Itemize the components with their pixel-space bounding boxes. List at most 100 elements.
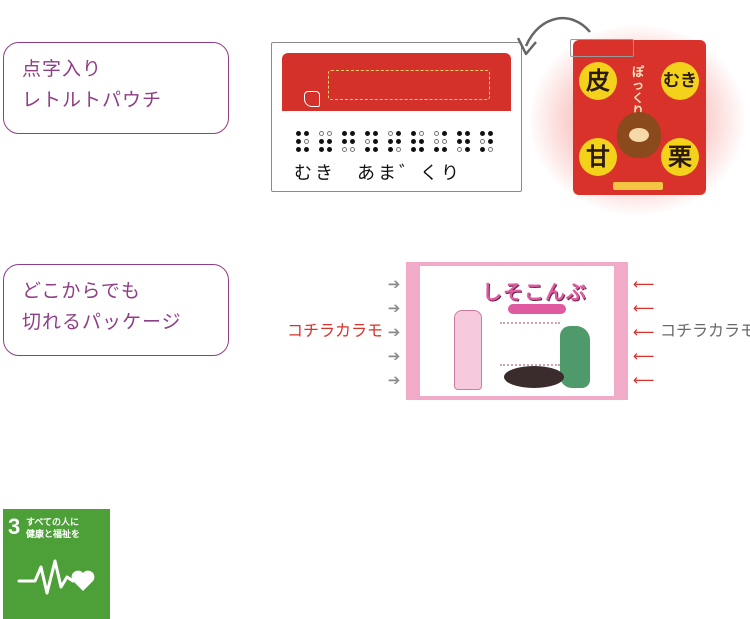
- braille-dot: [419, 139, 424, 144]
- arrows-right: ⟵ ⟵ ⟵ ⟵ ⟵: [633, 272, 655, 392]
- cut-direction-arrow-icon: ➔: [387, 275, 401, 293]
- braille-dot: [350, 139, 355, 144]
- braille-dot: [373, 147, 378, 152]
- braille-dot: [350, 131, 355, 136]
- cut-direction-arrow-icon: ➔: [387, 371, 401, 389]
- braille-dot: [373, 131, 378, 136]
- braille-dot: [480, 131, 485, 136]
- braille-dot: [457, 139, 462, 144]
- chestnut-pouch-image: 皮 むき 甘 栗 ぽっくりくん: [573, 40, 706, 195]
- cut-direction-arrow-icon: ⟵: [633, 371, 655, 389]
- cut-direction-arrow-icon: ⟵: [633, 347, 655, 365]
- braille-dot: [388, 139, 393, 144]
- braille-dot: [465, 139, 470, 144]
- braille-dot: [304, 147, 309, 152]
- braille-cells: [296, 131, 501, 155]
- packet-title: しそこんぶ: [482, 280, 587, 304]
- braille-dot: [488, 131, 493, 136]
- braille-dot: [342, 131, 347, 136]
- braille-dot: [296, 139, 301, 144]
- braille-dot: [365, 147, 370, 152]
- braille-dot: [327, 139, 332, 144]
- packet-window: しそこんぶ: [420, 266, 614, 396]
- braille-dot: [304, 139, 309, 144]
- shiso-konbu-packet-image: しそこんぶ: [406, 262, 628, 400]
- braille-dot: [388, 147, 393, 152]
- braille-dot: [342, 147, 347, 152]
- braille-dot: [304, 131, 309, 136]
- feature-label-line: 点字入り: [22, 58, 103, 80]
- feature-label-line: どこからでも: [22, 280, 141, 302]
- braille-dot: [465, 147, 470, 152]
- braille-dot: [365, 139, 370, 144]
- braille-dot: [373, 139, 378, 144]
- braille-dot: [411, 147, 416, 152]
- braille-dot: [457, 147, 462, 152]
- braille-closeup-card: 点字で「むきあまぐり」と入っています。 むき あま゛くり: [271, 42, 522, 192]
- pouch-kanji-circle: 甘: [579, 138, 617, 176]
- braille-dot: [442, 139, 447, 144]
- hand-icon: [304, 91, 320, 107]
- braille-dot: [419, 131, 424, 136]
- braille-dot: [342, 139, 347, 144]
- braille-kana-reading: むき あま゛くり: [294, 163, 462, 184]
- braille-dot: [327, 131, 332, 136]
- sdg-title: すべての人に 健康と福祉を: [26, 517, 80, 541]
- feature-label-easy-open: どこからでも 切れるパッケージ: [3, 264, 229, 356]
- braille-dot: [296, 131, 301, 136]
- braille-dot: [488, 139, 493, 144]
- braille-dot: [350, 147, 355, 152]
- heartbeat-heart-icon: [17, 559, 95, 595]
- feature-label-line: 切れるパッケージ: [22, 311, 182, 333]
- braille-dot: [327, 147, 332, 152]
- braille-dot: [296, 147, 301, 152]
- braille-instruction-text: 点字で「むきあまぐり」と入っています。: [338, 112, 489, 121]
- braille-dot: [319, 147, 324, 152]
- sdg-title-line: 健康と福祉を: [26, 530, 81, 540]
- braille-dot: [411, 139, 416, 144]
- braille-dot: [319, 131, 324, 136]
- konbu-character-icon: [454, 310, 482, 390]
- pouch-top-closeup: 点字で「むきあまぐり」と入っています。: [282, 53, 511, 121]
- cut-direction-arrow-icon: ⟵: [633, 323, 655, 341]
- curved-arrow-icon: [516, 16, 591, 56]
- kelp-icon: [560, 326, 590, 388]
- braille-dot: [442, 147, 447, 152]
- pouch-kanji-circle: むき: [661, 62, 699, 100]
- packet-text-area: [500, 322, 560, 366]
- cut-direction-arrow-icon: ⟵: [633, 299, 655, 317]
- braille-dot: [442, 131, 447, 136]
- pouch-kanji-circle: 栗: [661, 138, 699, 176]
- sdg-title-line: すべての人に: [26, 518, 80, 528]
- braille-dot: [388, 131, 393, 136]
- cut-direction-arrow-icon: ➔: [387, 299, 401, 317]
- braille-dot: [434, 131, 439, 136]
- cut-direction-arrow-icon: ➔: [387, 347, 401, 365]
- braille-dot: [396, 131, 401, 136]
- braille-dot: [488, 147, 493, 152]
- braille-dot: [480, 147, 485, 152]
- braille-dot: [365, 131, 370, 136]
- braille-dot: [411, 131, 416, 136]
- packet-badge: [508, 304, 566, 314]
- cut-direction-arrow-icon: ⟵: [633, 275, 655, 293]
- braille-area-outline: [328, 70, 490, 100]
- braille-dot: [396, 139, 401, 144]
- cut-direction-arrow-icon: ➔: [387, 323, 401, 341]
- braille-dot: [457, 131, 462, 136]
- konbu-contents: [504, 366, 564, 388]
- braille-dot: [419, 147, 424, 152]
- braille-dot: [434, 147, 439, 152]
- feature-label-braille-pouch: 点字入り レトルトパウチ: [3, 42, 229, 134]
- braille-dot: [465, 131, 470, 136]
- braille-dot: [480, 139, 485, 144]
- cut-here-label-left: コチラカラモ: [287, 321, 384, 340]
- sdg-number: 3: [8, 514, 21, 539]
- arrows-left: ➔ ➔ ➔ ➔ ➔: [385, 272, 403, 392]
- braille-location-frame: [570, 39, 634, 57]
- braille-dot: [434, 139, 439, 144]
- braille-dot: [319, 139, 324, 144]
- chestnut-mascot-icon: [617, 112, 661, 158]
- pouch-logo-strip: [613, 182, 663, 190]
- braille-dot: [396, 147, 401, 152]
